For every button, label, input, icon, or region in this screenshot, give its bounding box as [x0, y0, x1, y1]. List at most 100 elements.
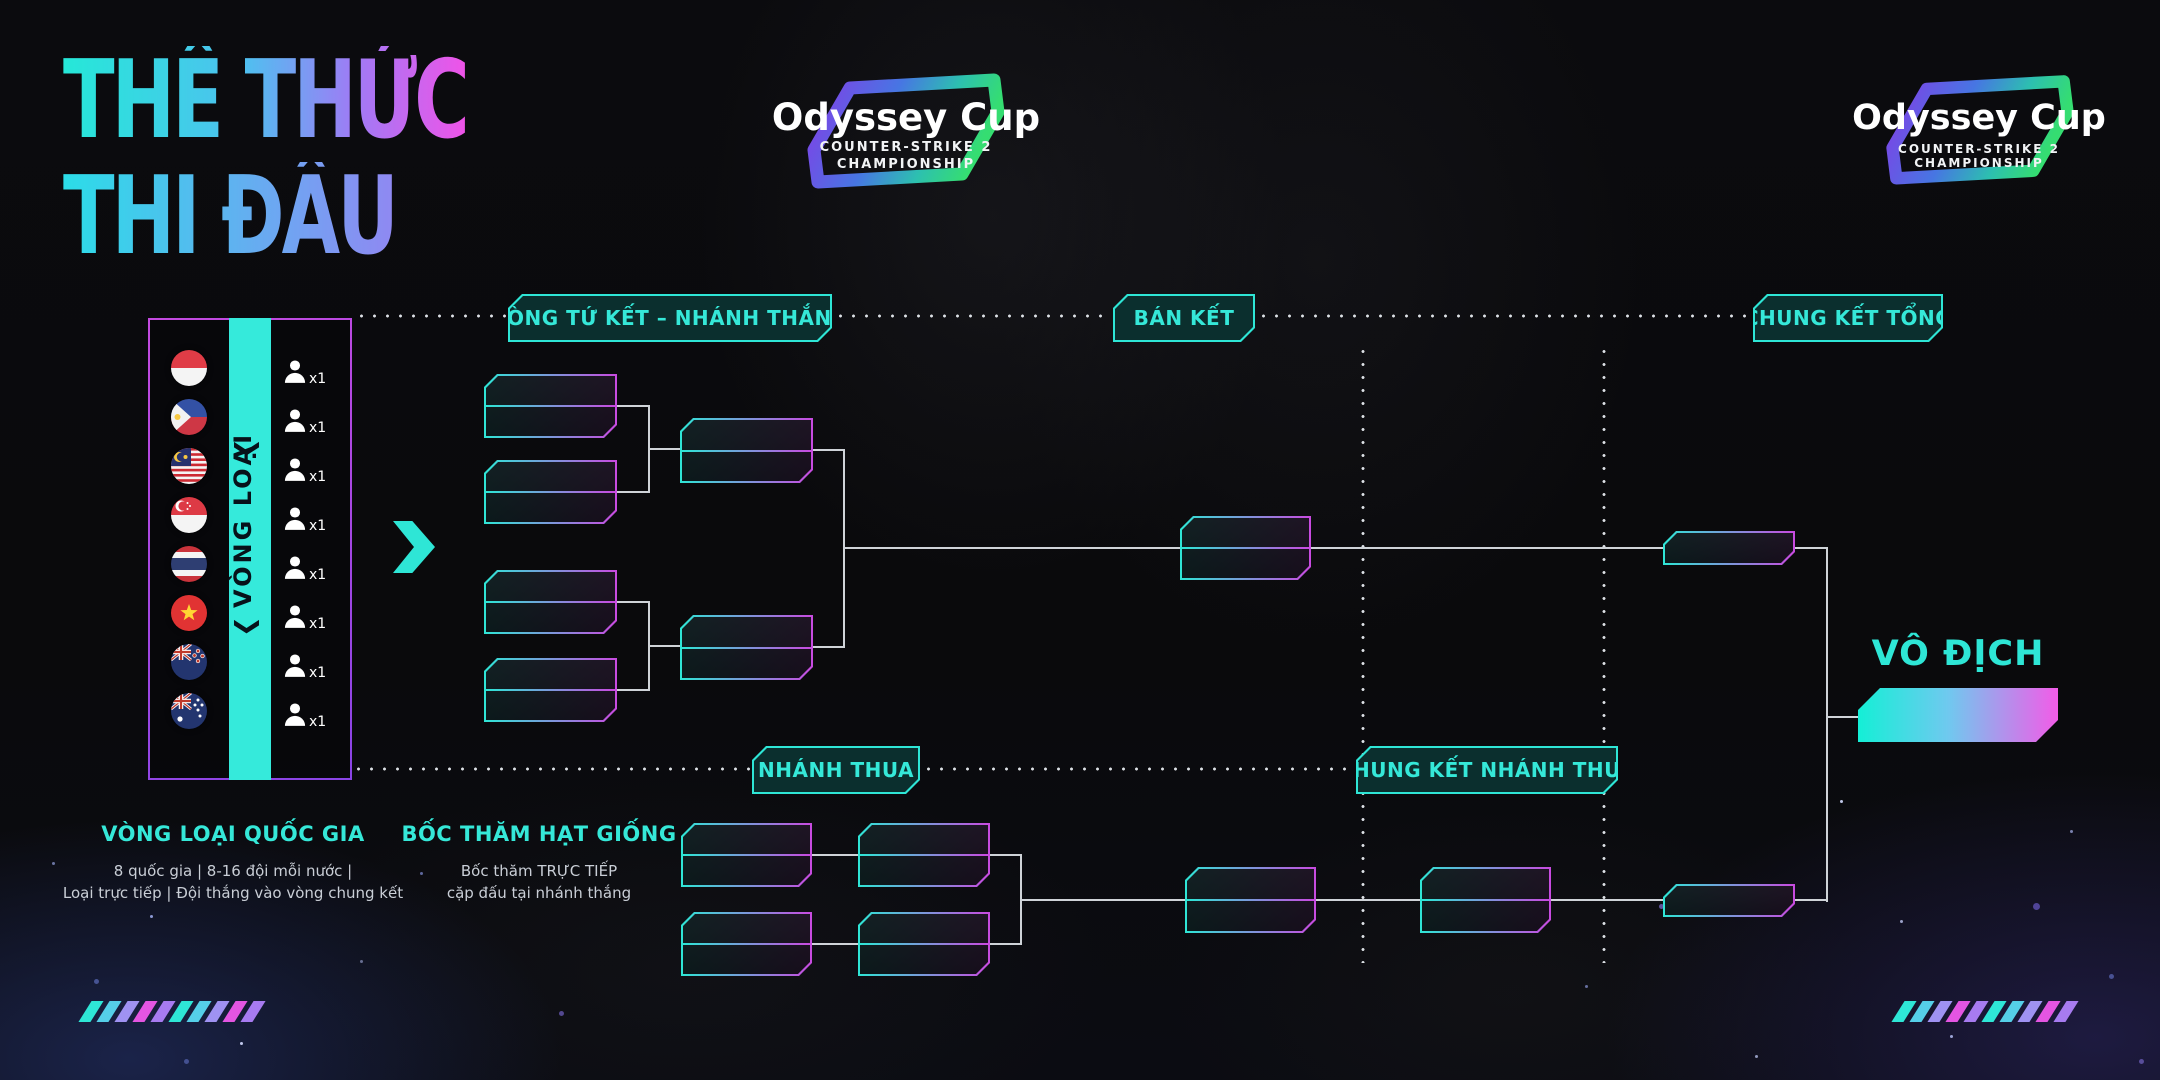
- info-line: 8 quốc gia | 8-16 đội mỗi nước |: [113, 862, 353, 880]
- info-heading: VÒNG LOẠI QUỐC GIA: [101, 822, 365, 846]
- qualifier-bar-label: VÒNG LOẠI: [229, 431, 257, 608]
- slot-row: x1: [284, 448, 346, 484]
- dotted-line: [834, 314, 1112, 318]
- slot-row: x1: [284, 497, 346, 533]
- dotted-line: [352, 767, 750, 771]
- info-block-seed-draw: BỐC THĂM HẠT GIỐNG Bốc thăm TRỰC TIẾP cặ…: [389, 822, 689, 904]
- round-label-text: CHUNG KẾT NHÁNH THUA: [1358, 748, 1616, 792]
- flag-singapore-icon: [171, 497, 207, 533]
- bracket-connector: [989, 854, 1022, 856]
- bracket-connector: [617, 491, 650, 493]
- slot-count: x1: [309, 567, 327, 583]
- slot-count: x1: [309, 420, 327, 436]
- bracket-connector: [1020, 899, 1663, 901]
- bracket-connector: [617, 405, 650, 407]
- bracket-connector: [989, 943, 1022, 945]
- bracket-connector: [617, 601, 650, 603]
- flag-indonesia-icon: [171, 350, 207, 386]
- logo-subtitle-line2: CHAMPIONSHIP: [836, 157, 976, 172]
- logo-name: Odyssey Cup: [1852, 98, 2106, 138]
- info-line: Bốc thăm TRỰC TIẾP: [460, 862, 618, 880]
- person-icon: [284, 507, 306, 530]
- round-label-losers-final: CHUNG KẾT NHÁNH THUA: [1356, 746, 1618, 794]
- match-box: [681, 823, 812, 887]
- flag-new-zealand-icon: [171, 644, 207, 680]
- qualifier-bar: ❯ VÒNG LOẠI ❯: [229, 318, 271, 780]
- chevron-down-icon: ❯: [233, 616, 263, 637]
- match-box-losers-winner: [1663, 884, 1795, 917]
- slot-row: x1: [284, 644, 346, 680]
- info-block-national-qualifier: VÒNG LOẠI QUỐC GIA 8 quốc gia | 8-16 đội…: [53, 822, 413, 904]
- person-icon: [284, 605, 306, 628]
- round-label-semifinal: BÁN KẾT: [1113, 294, 1255, 342]
- slot-column: x1 x1 x1 x1 x1 x1: [284, 320, 346, 778]
- odyssey-cup-emblem-icon: [807, 73, 1005, 189]
- bracket-connector: [813, 646, 845, 648]
- slot-count: x1: [309, 518, 327, 534]
- bracket-connector: [1795, 899, 1828, 901]
- match-box: [484, 658, 617, 722]
- person-icon: [284, 654, 306, 677]
- match-box: [484, 460, 617, 524]
- flag-malaysia-icon: [171, 448, 207, 484]
- dotted-line: [1361, 345, 1365, 963]
- bracket-connector: [648, 448, 680, 450]
- slot-count: x1: [309, 371, 327, 387]
- odyssey-cup-emblem-icon: [1886, 75, 2074, 185]
- slot-row: x1: [284, 546, 346, 582]
- match-box: [484, 374, 617, 438]
- match-box-losers-final: [1420, 867, 1551, 933]
- bracket-connector: [1826, 716, 1858, 718]
- info-heading: BỐC THĂM HẠT GIỐNG: [401, 822, 677, 846]
- page-title: THỂ THỨC THI ĐẤU: [63, 38, 640, 272]
- champion-bar: [1858, 688, 2058, 742]
- slot-count: x1: [309, 665, 327, 681]
- person-icon: [284, 556, 306, 579]
- flag-column: [158, 320, 220, 778]
- match-box: [681, 912, 812, 976]
- page-title-line2: THI ĐẤU: [63, 161, 467, 272]
- match-box: [1185, 867, 1316, 933]
- flag-vietnam-icon: [171, 595, 207, 631]
- slot-row: x1: [284, 399, 346, 435]
- slot-count: x1: [309, 714, 327, 730]
- dotted-line: [1257, 314, 1752, 318]
- bracket-connector: [1826, 547, 1828, 902]
- match-box: [484, 570, 617, 634]
- person-icon: [284, 458, 306, 481]
- match-box-grand-final: [1663, 531, 1795, 565]
- odyssey-cup-logo-center: Odyssey Cup COUNTER-STRIKE 2 CHAMPIONSHI…: [770, 48, 1042, 208]
- bracket-connector: [648, 645, 680, 647]
- dotted-line: [1602, 345, 1606, 963]
- round-label-text: NHÁNH THUA: [754, 748, 918, 792]
- qualifier-panel: ❯ VÒNG LOẠI ❯ x1 x1 x1 x1 x1: [148, 318, 352, 780]
- round-label-text: BÁN KẾT: [1115, 296, 1253, 340]
- flag-thailand-icon: [171, 546, 207, 582]
- round-label-text: CHUNG KẾT TỔNG: [1755, 296, 1941, 340]
- person-icon: [284, 360, 306, 383]
- logo-subtitle-line1: COUNTER-STRIKE 2: [1898, 142, 2060, 156]
- match-box: [858, 823, 990, 887]
- round-label-winners-quarterfinal: VÒNG TỨ KẾT – NHÁNH THẮNG: [508, 294, 832, 342]
- chevron-right-icon: [393, 521, 435, 573]
- slot-row: x1: [284, 693, 346, 729]
- page-title-line1: THỂ THỨC: [63, 38, 470, 163]
- logo-subtitle-line2: CHAMPIONSHIP: [1914, 156, 2044, 170]
- bracket-connector: [812, 854, 858, 856]
- person-icon: [284, 409, 306, 432]
- info-line: cặp đấu tại nhánh thắng: [446, 884, 632, 902]
- dotted-line: [355, 314, 507, 318]
- slot-count: x1: [309, 616, 327, 632]
- person-icon: [284, 703, 306, 726]
- star-specks-right: [0, 0, 3, 3]
- round-label-text: VÒNG TỨ KẾT – NHÁNH THẮNG: [510, 296, 830, 340]
- hazard-stripes-left: [78, 1001, 275, 1022]
- match-box-semifinal: [1180, 516, 1311, 580]
- slot-row: x1: [284, 595, 346, 631]
- logo-subtitle-line1: COUNTER-STRIKE 2: [819, 140, 993, 155]
- bracket-connector: [617, 689, 650, 691]
- hazard-stripes-right: [1891, 1001, 2088, 1022]
- champion-title: VÔ ĐỊCH: [1871, 634, 2045, 674]
- flag-australia-icon: [171, 693, 207, 729]
